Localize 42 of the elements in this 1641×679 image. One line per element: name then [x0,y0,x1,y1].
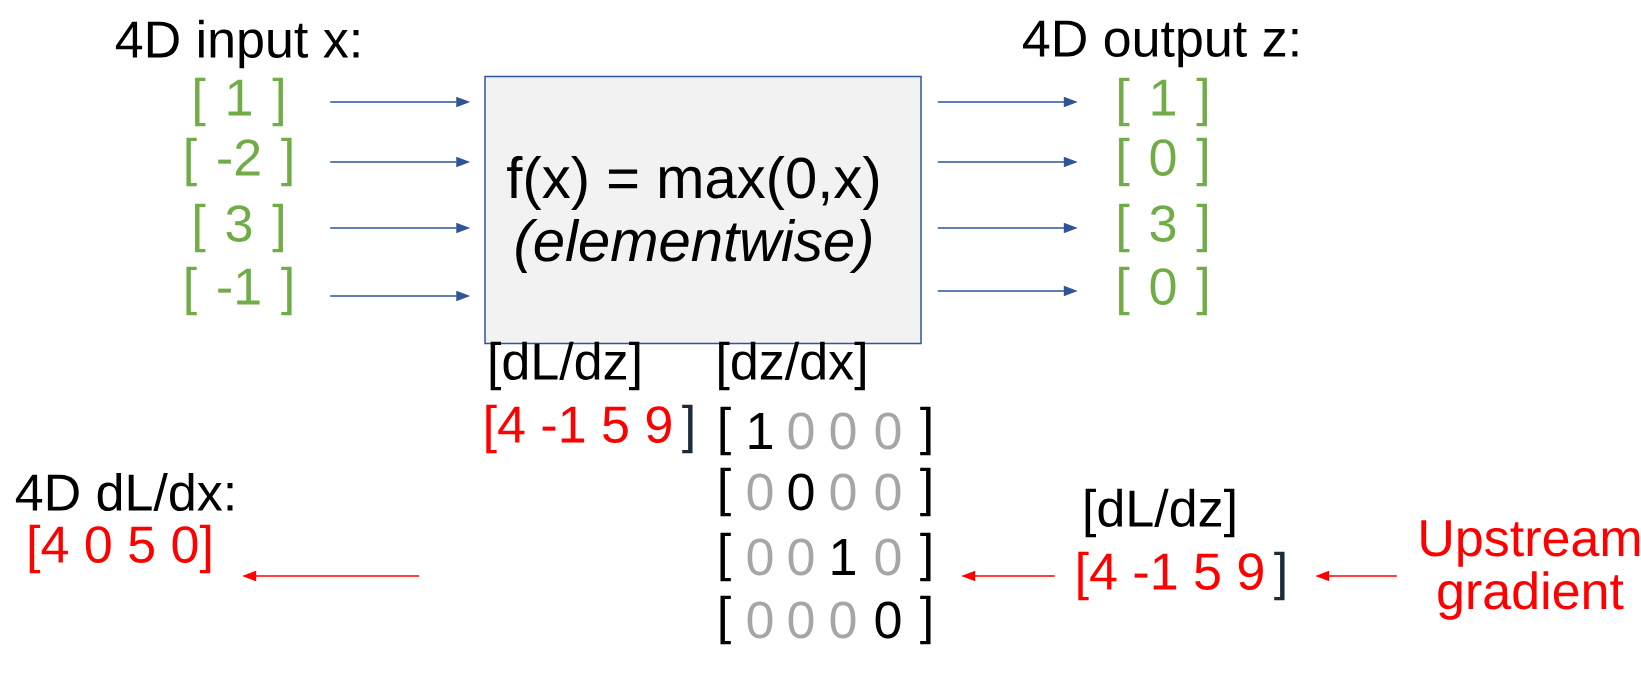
matrix-bracket: ] [920,406,931,456]
matrix-bracket: ] [920,595,931,645]
bracket: ] [682,404,693,454]
matrix-bracket: [ [720,467,731,517]
matrix-entry: 0 [788,473,814,511]
vector-label: [dL/dz] [1085,488,1235,538]
vector-entry: [ 3 ] [1119,203,1207,253]
matrix-entry: 0 [788,538,814,576]
vector-entry: [ -2 ] [186,137,292,187]
vector-entry: [ 0 ] [1119,266,1207,316]
matrix-entry: 0 [875,473,901,511]
matrix-bracket: [ [720,406,731,456]
vector-entry: [ 3 ] [195,203,283,253]
matrix-entry: 0 [747,538,773,576]
matrix-entry: 0 [788,412,814,450]
gradient-label: Upstream gradient [1421,520,1640,620]
matrix-bracket: [ [720,532,731,582]
matrix-entry: 0 [830,601,856,639]
vector-entry: [ 1 ] [195,77,283,127]
matrix-entry: 0 [875,412,901,450]
matrix-entry: 0 [830,473,856,511]
vector-label: 4D input x: [115,19,359,69]
vector-label: 4D dL/dx: [15,472,233,512]
vector-entry: [ 1 ] [1119,77,1207,127]
matrix-entry: 0 [747,473,773,511]
matrix-entry: 1 [832,539,855,575]
matrix-entry: 0 [788,601,814,639]
vector-entry: [ -1 ] [186,266,292,316]
matrix-bracket: [ [720,595,731,645]
vector-value: [4 -1 5 9 [486,404,671,454]
vector-label: 4D output z: [1023,20,1298,68]
matrix-bracket: ] [920,532,931,582]
matrix-entry: 0 [747,601,773,639]
vector-value: [4 0 5 0] [29,524,211,574]
matrix-entry: 0 [830,412,856,450]
matrix-entry: 0 [875,601,901,639]
vector-entry: [ 0 ] [1119,137,1207,187]
matrix-entry: 1 [749,413,772,449]
matrix-bracket: ] [920,467,931,517]
bracket: ] [1274,551,1285,601]
matrix-entry: 0 [875,538,901,576]
vector-value: [4 -1 5 9 [1078,551,1263,601]
